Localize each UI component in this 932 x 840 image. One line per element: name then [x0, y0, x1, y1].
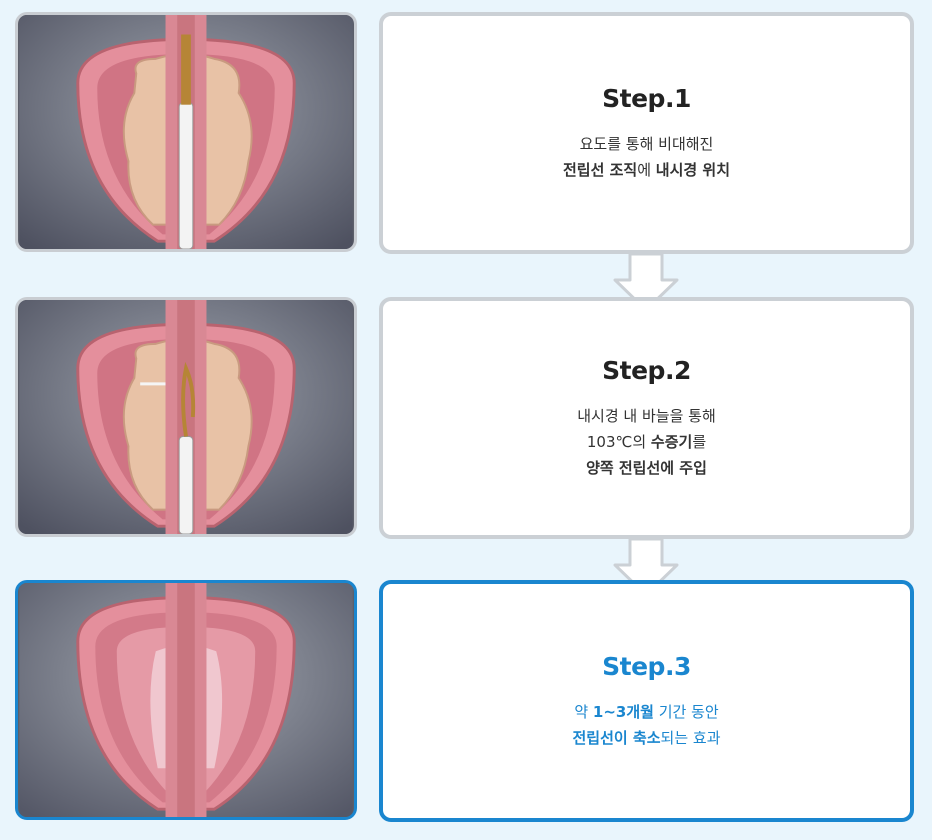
step2-title: Step.2: [602, 355, 691, 385]
step3-line2: 전립선이 축소되는 효과: [573, 725, 721, 751]
step3-title: Step.3: [602, 651, 691, 681]
step1-description: 요도를 통해 비대해진 전립선 조직에 내시경 위치: [563, 131, 730, 183]
step2-illustration: [15, 297, 357, 537]
step2-line2: 103℃의 수증기를: [577, 429, 716, 455]
step2-description: 내시경 내 바늘을 통해 103℃의 수증기를 양쪽 전립선에 주입: [577, 403, 716, 481]
prostate-shrunk-illustration: [19, 583, 353, 817]
step3-card: Step.3 약 1~3개월 기간 동안 전립선이 축소되는 효과: [379, 580, 914, 822]
step2-line2-normal: 103℃의: [586, 432, 651, 451]
step1-line2: 전립선 조직에 내시경 위치: [563, 157, 730, 183]
step1-line2-normal: 에: [637, 160, 656, 179]
step1-line2-bold: 전립선 조직: [562, 160, 638, 179]
step3-line1-normal2: 기간 동안: [653, 702, 719, 721]
step3-illustration: [15, 580, 357, 820]
step1-line1: 요도를 통해 비대해진: [579, 134, 714, 153]
step1-title: Step.1: [602, 83, 691, 113]
step3-description: 약 1~3개월 기간 동안 전립선이 축소되는 효과: [573, 699, 721, 751]
step2-line2-bold: 수증기: [650, 432, 693, 451]
step1-line2-bold2: 내시경 위치: [655, 160, 731, 179]
step3-line2-bold: 전립선이 축소: [572, 728, 661, 747]
step3-line1-normal: 약: [574, 702, 593, 721]
step1-illustration: [15, 12, 357, 252]
step3-line2-normal2: 되는 효과: [660, 728, 721, 747]
prostate-needle-illustration: [19, 300, 353, 534]
step2-line3-bold: 양쪽 전립선에 주입: [586, 458, 707, 477]
step3-line1-bold: 1~3개월: [592, 702, 654, 721]
step2-card: Step.2 내시경 내 바늘을 통해 103℃의 수증기를 양쪽 전립선에 주…: [379, 297, 914, 539]
step3-line1: 약 1~3개월 기간 동안: [573, 699, 721, 725]
step1-card: Step.1 요도를 통해 비대해진 전립선 조직에 내시경 위치: [379, 12, 914, 254]
prostate-endoscope-illustration: [19, 15, 353, 249]
step2-line3: 양쪽 전립선에 주입: [577, 455, 716, 481]
step2-line2-normal2: 를: [692, 432, 707, 451]
down-arrow-icon: [613, 252, 679, 312]
step2-line1: 내시경 내 바늘을 통해: [577, 406, 716, 425]
